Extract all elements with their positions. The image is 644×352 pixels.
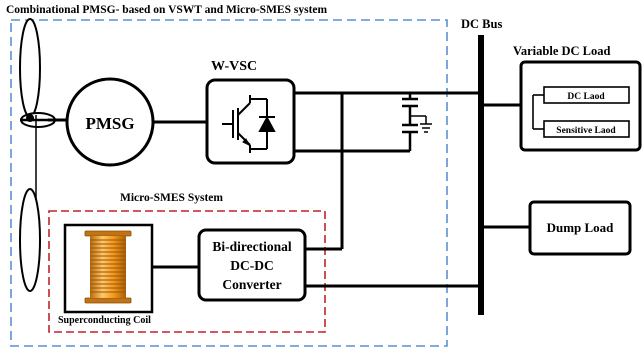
bidirectional-dcdc-converter — [197, 228, 307, 302]
igbt-diode-icon — [222, 95, 276, 153]
dc-load-box — [543, 86, 630, 104]
dc-bus-label: DC Bus — [461, 17, 502, 31]
pmsg-label: PMSG — [85, 114, 134, 133]
wvsc-converter — [205, 78, 296, 165]
sensitive-load-label: Sensitive Laod — [556, 126, 616, 136]
dump-load-label: Dump Load — [547, 220, 615, 235]
micro-smes-boundary — [48, 210, 326, 333]
diagram-title: Combinational PMSG- based on VSWT and Mi… — [6, 4, 328, 16]
wind-turbine-icon — [19, 18, 56, 292]
ground-icon — [410, 115, 432, 133]
superconducting-coil-icon — [84, 230, 132, 304]
dc-load-label: DC Laod — [567, 92, 605, 102]
converter-label-line1: Bi-directional — [212, 239, 291, 254]
outer-system-boundary — [10, 19, 448, 347]
micro-smes-label: Micro-SMES System — [120, 192, 223, 204]
dc-link-capacitor — [402, 93, 418, 151]
superconducting-coil-label: Superconducting Coil — [58, 315, 151, 326]
dump-load-box — [528, 200, 632, 256]
variable-dc-load-label: Variable DC Load — [513, 44, 611, 58]
converter-label-line3: Converter — [222, 277, 281, 292]
converter-label-line2: DC-DC — [230, 258, 274, 273]
sensitive-load-box — [543, 120, 630, 138]
wvsc-label: W-VSC — [211, 59, 257, 74]
